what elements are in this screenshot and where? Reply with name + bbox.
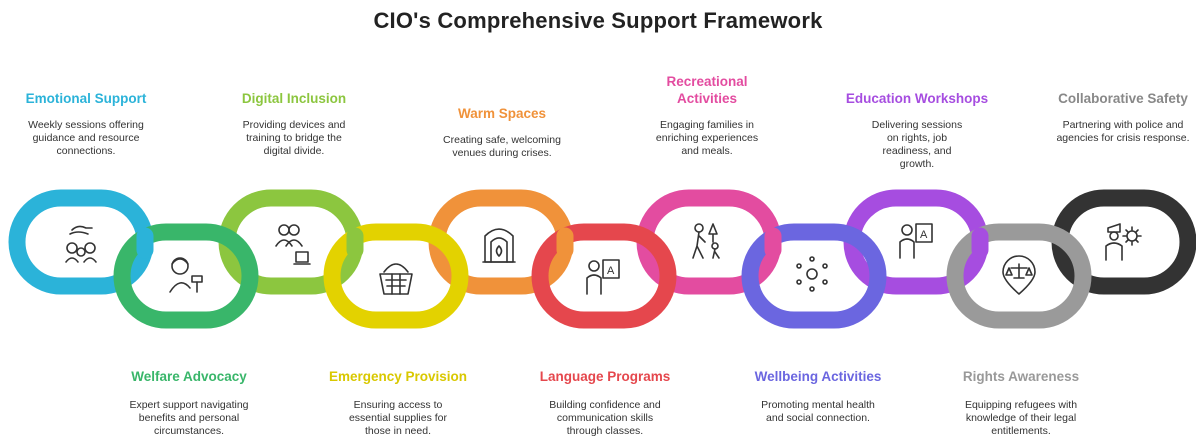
language-teacher-icon: A: [586, 259, 620, 295]
label-heading: Welfare Advocacy: [131, 369, 247, 384]
label-education-workshops: Education Workshops Delivering sessions …: [822, 90, 1012, 171]
label-description: Partnering with police and agencies for …: [1056, 119, 1190, 144]
chain-link-emergency-provision: [323, 223, 469, 329]
label-description: Building confidence and communication sk…: [549, 399, 661, 437]
label-heading: Emotional Support: [25, 91, 147, 106]
label-description: Weekly sessions offering guidance and re…: [28, 119, 144, 157]
chain-link-language-programs: [531, 223, 677, 329]
label-heading: Emergency Provision: [328, 369, 468, 384]
label-heading: Recreational Activities: [666, 74, 748, 106]
svg-text:A: A: [607, 265, 615, 277]
label-description: Equipping refugees with knowledge of the…: [964, 399, 1078, 437]
label-description: Ensuring access to essential supplies fo…: [348, 399, 448, 437]
label-welfare-advocacy: Welfare Advocacy Expert support navigati…: [94, 368, 284, 438]
label-collaborative-safety: Collaborative Safety Partnering with pol…: [1028, 90, 1196, 145]
supply-basket-icon: [379, 263, 413, 295]
social-connection-icon: [796, 256, 828, 292]
label-recreational-activities: Recreational Activities Engaging familie…: [612, 73, 802, 158]
label-heading: Collaborative Safety: [1058, 91, 1188, 106]
chain-link-wellbeing-activities: [741, 223, 887, 329]
label-digital-inclusion: Digital Inclusion Providing devices and …: [199, 90, 389, 158]
label-language-programs: Language Programs Building confidence an…: [510, 368, 700, 438]
family-hiking-icon: [692, 223, 720, 259]
teacher-board-icon: A: [899, 223, 933, 259]
caring-hand-family-icon: [65, 225, 97, 263]
label-heading: Language Programs: [539, 369, 671, 384]
label-rights-awareness: Rights Awareness Equipping refugees with…: [926, 368, 1116, 438]
officer-gear-icon: [1105, 223, 1142, 261]
advocate-person-icon: [169, 257, 203, 293]
users-laptop-icon: [275, 224, 311, 265]
label-heading: Digital Inclusion: [241, 91, 347, 106]
label-heading: Education Workshops: [845, 91, 989, 106]
label-description: Creating safe, welcoming venues during c…: [443, 134, 561, 159]
label-description: Delivering sessions on rights, job readi…: [871, 119, 963, 170]
label-emotional-support: Emotional Support Weekly sessions offeri…: [0, 90, 181, 158]
label-description: Providing devices and training to bridge…: [242, 119, 346, 157]
label-warm-spaces: Warm Spaces Creating safe, welcoming ven…: [407, 105, 597, 160]
label-description: Expert support navigating benefits and p…: [129, 399, 249, 437]
label-description: Promoting mental health and social conne…: [761, 399, 875, 424]
label-heading: Wellbeing Activities: [754, 369, 882, 384]
label-wellbeing-activities: Wellbeing Activities Promoting mental he…: [723, 368, 913, 425]
chain-link-welfare-advocacy: [113, 223, 259, 329]
legal-scales-icon: [1002, 255, 1036, 295]
label-description: Engaging families in enriching experienc…: [655, 119, 759, 157]
fireplace-icon: [482, 228, 516, 263]
label-heading: Warm Spaces: [457, 106, 547, 121]
page-title: CIO's Comprehensive Support Framework: [373, 8, 823, 33]
svg-text:A: A: [920, 229, 928, 241]
chain-link-rights-awareness: [946, 223, 1092, 329]
label-emergency-provision: Emergency Provision Ensuring access to e…: [303, 368, 493, 438]
label-heading: Rights Awareness: [962, 369, 1080, 384]
